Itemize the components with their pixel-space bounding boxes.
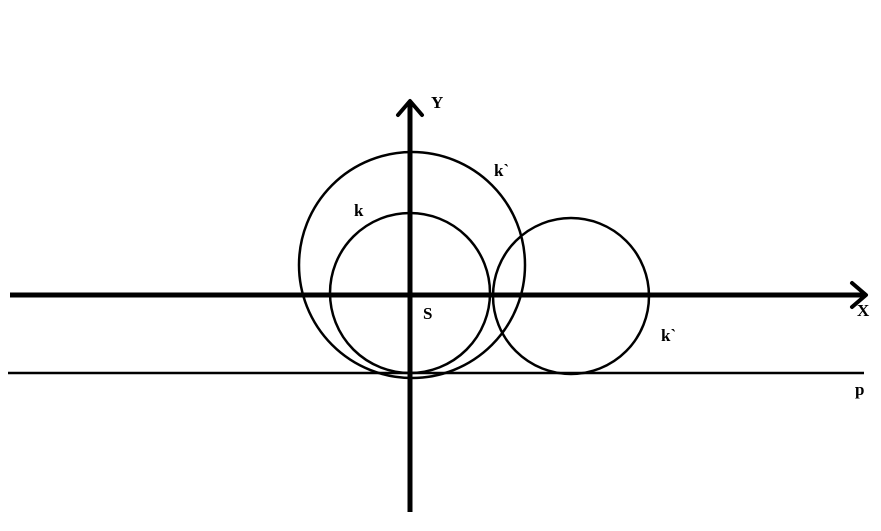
- y-axis-arrowhead: [396, 99, 424, 117]
- circle-k-prime-right: [491, 216, 651, 376]
- x-axis-label: X: [857, 301, 870, 320]
- center-s-label: S: [423, 304, 432, 323]
- circle-k-label: k: [354, 201, 364, 220]
- y-axis-label: Y: [431, 93, 443, 112]
- line-p-label: p: [855, 380, 864, 399]
- circle-k: [328, 211, 492, 375]
- x-axis-arrowhead: [850, 281, 868, 309]
- circle-k-prime-top-label: k`: [494, 161, 509, 180]
- circle-k-prime-large: [297, 150, 527, 380]
- circle-k-prime-right-label: k`: [661, 326, 676, 345]
